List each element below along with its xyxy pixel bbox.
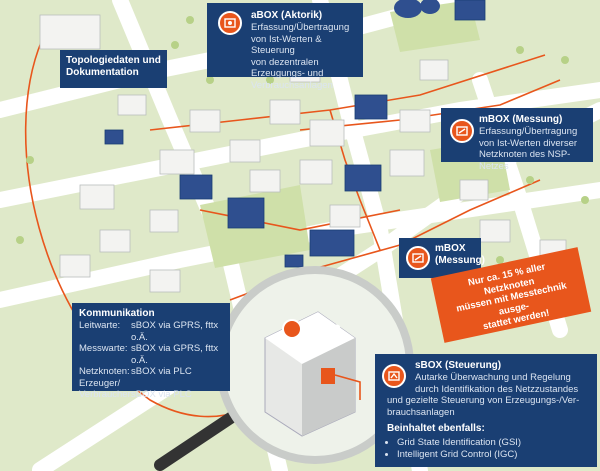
sbox-included-list: Grid State Identification (GSI) Intellig… <box>387 437 591 460</box>
mbox-icon-2 <box>406 246 430 270</box>
communication-row: Netzknoten: sBOX via PLC <box>79 366 223 378</box>
sbox-line-2: durch Identifikation des Netzzustandes <box>415 383 579 395</box>
communication-value: sBOX via PLC <box>131 366 192 377</box>
communication-key: Netzknoten: <box>79 366 130 377</box>
sbox-included-title: Beinhaltet ebenfalls: <box>387 423 485 434</box>
mbox-1-title: mBOX (Messung) <box>479 114 563 125</box>
mbox-1-line-2: von Ist-Werten diverser <box>479 137 578 149</box>
communication-box: Kommunikation Leitwarte: sBOX via GPRS, … <box>72 303 230 400</box>
sbox-title: sBOX (Steuerung) <box>415 360 502 371</box>
communication-row: Messwarte: sBOX via GPRS, fttx o.Ä. <box>79 343 223 366</box>
tanks <box>394 0 440 18</box>
abox-line-1: Erfassung/Übertragung <box>251 22 350 33</box>
magnifier <box>154 266 414 471</box>
abox-title: aBOX (Aktorik) <box>251 10 323 21</box>
abox-icon <box>218 11 242 35</box>
sbox-box: sBOX (Steuerung) Autarke Überwachung und… <box>375 354 597 467</box>
communication-key: Erzeuger/ <box>79 377 121 389</box>
list-item: Intelligent Grid Control (IGC) <box>397 449 591 461</box>
abox-line-4: Verbrauchsanlagen <box>251 79 333 91</box>
list-item: Grid State Identification (GSI) <box>397 437 591 449</box>
communication-row: Leitwarte: sBOX via GPRS, fttx o.Ä. <box>79 320 223 343</box>
communication-row: Erzeuger/ <box>79 378 223 390</box>
communication-title: Kommunikation <box>79 308 155 319</box>
mbox-1-line-1: Erfassung/Übertragung <box>479 126 578 137</box>
communication-key: Messwarte: <box>79 343 128 354</box>
topology-box: Topologiedaten und Dokumentation <box>60 50 167 88</box>
mbox-1-line-3: Netzknoten des NSP-Netzes <box>479 149 571 172</box>
communication-row: Verbraucher: sBOX via PLC <box>79 389 223 401</box>
mbox-2-title-1: mBOX <box>435 243 466 254</box>
mbox-box-1: mBOX (Messung) Erfassung/Übertragung von… <box>441 108 593 172</box>
topology-title: Topologiedaten und Dokumentation <box>66 55 161 78</box>
sbox-line-3: und gezielte Steuerung von Erzeugungs-/V… <box>387 395 580 406</box>
communication-key: Verbraucher: <box>79 389 134 400</box>
abox-line-2: von Ist-Werten & Steuerung <box>251 33 322 57</box>
communication-value: sBOX via GPRS, fttx o.Ä. <box>131 320 219 343</box>
abox-box: aBOX (Aktorik) Erfassung/Übertragung von… <box>207 3 363 91</box>
mbox-2-title-2: (Messung) <box>435 255 485 266</box>
sbox-line-1: Autarke Überwachung und Regelung <box>415 372 571 383</box>
communication-key: Leitwarte: <box>79 320 121 331</box>
ines-logo: iNES <box>300 321 342 341</box>
abox-line-3: von dezentralen Erzeugungs- und <box>251 56 324 80</box>
communication-value: sBOX via PLC <box>131 389 192 400</box>
sbox-icon <box>382 364 406 388</box>
communication-value: sBOX via GPRS, fttx o.Ä. <box>131 343 219 366</box>
ines-logo-text: iNES <box>300 321 342 340</box>
sbox-line-4: brauchsanlagen <box>387 406 455 418</box>
equipped-houses <box>104 0 486 268</box>
mbox-icon-1 <box>450 119 474 143</box>
